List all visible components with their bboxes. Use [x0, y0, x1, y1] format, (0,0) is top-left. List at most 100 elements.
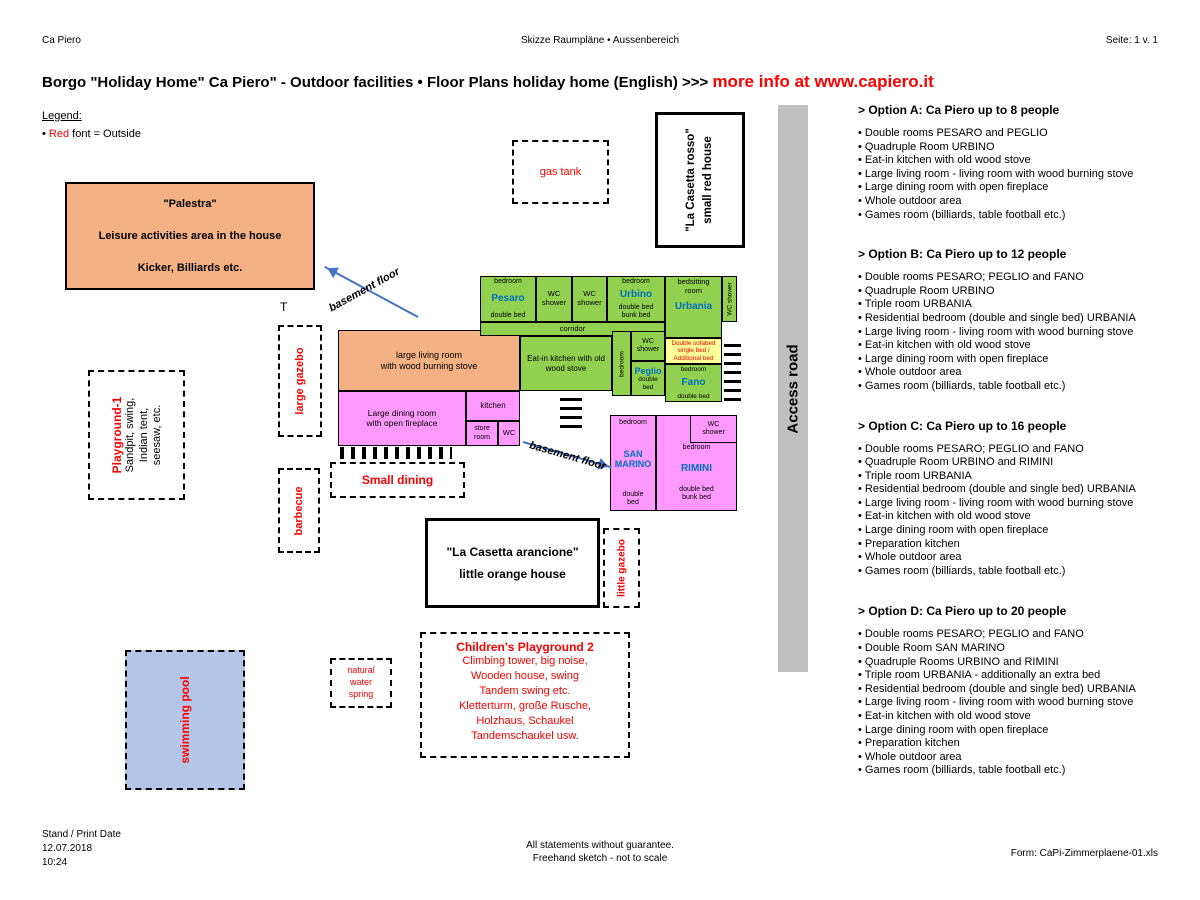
barbecue-label: barbecue: [293, 486, 305, 535]
room-bed-label: double bed: [622, 490, 644, 506]
room-type-label: bedsitting room: [677, 277, 710, 295]
option-item: • Eat-in kitchen with old wood stove: [858, 710, 1031, 722]
wc-shower-label: WC shower: [636, 337, 660, 353]
room-name-label: Peglio: [634, 365, 662, 376]
room-type-label: bedroom: [494, 278, 522, 285]
option-item: • Large dining room with open fireplace: [858, 524, 1049, 537]
option-item: • Triple room URBANIA: [858, 469, 972, 482]
option-d: > Option D: Ca Piero up to 20 people • D…: [858, 604, 1170, 778]
casetta-rossa-line1: "La Casetta rosso": [684, 128, 697, 232]
room-name-label: RIMINI: [680, 463, 713, 475]
small-dining-label: Small dining: [361, 473, 434, 487]
option-c: > Option C: Ca Piero up to 16 people • D…: [858, 419, 1170, 579]
room-rimini-wc: WC shower: [690, 415, 737, 443]
room-bed-label: double bed: [638, 376, 658, 391]
room-peglio: Peglio double bed: [631, 361, 665, 396]
option-c-title: > Option C: Ca Piero up to 16 people: [858, 418, 1067, 433]
room-living: large living room with wood burning stov…: [338, 330, 520, 391]
room-urbania: bedsitting room Urbania: [665, 276, 722, 338]
casetta-rossa-label: "La Casetta rosso" small red house: [683, 115, 718, 245]
room-wc-shower-2: WC shower: [572, 276, 607, 322]
option-item: • Whole outdoor area: [858, 194, 962, 207]
room-san-marino: bedroom SAN MARINO double bed: [610, 415, 656, 511]
wc-shower-label: WC shower: [577, 289, 602, 307]
water-spring-box: natural water spring: [330, 658, 392, 708]
option-item: • Large dining room with open fireplace: [858, 352, 1049, 365]
playground2-title: Children's Playground 2: [456, 640, 594, 654]
option-item: • Quadruple Room URBINO and RIMINI: [858, 456, 1054, 469]
room-bed-label: double bed bunk bed: [679, 485, 714, 501]
footer-date: 12.07.2018: [42, 843, 93, 854]
room-name-label: Urbania: [674, 301, 713, 313]
option-item: • Quadruple Room URBINO: [858, 140, 995, 153]
option-item: • Quadruple Rooms URBINO and RIMINI: [858, 655, 1059, 668]
option-b-title: > Option B: Ca Piero up to 12 people: [858, 247, 1067, 262]
room-urbino: bedroom Urbino double bed bunk bed: [607, 276, 665, 322]
legend-line: • Red font = Outside: [42, 128, 141, 140]
room-store: store room: [466, 421, 498, 446]
large-gazebo-label: large gazebo: [294, 347, 306, 415]
option-item: • Preparation kitchen: [858, 537, 960, 550]
room-type-label: bedroom: [619, 419, 647, 426]
legend-bullet: •: [42, 128, 49, 140]
doc-header-left: Ca Piero: [42, 35, 81, 46]
option-item: • Eat-in kitchen with old wood stove: [858, 339, 1031, 352]
swimming-pool-label: swimming pool: [178, 676, 192, 764]
room-wc-shower-1: WC shower: [536, 276, 572, 322]
option-b-items: • Double rooms PESARO; PEGLIO and FANO• …: [858, 271, 1170, 393]
option-item: • Quadruple Room URBINO: [858, 284, 995, 297]
room-wc: WC: [498, 421, 520, 446]
corridor-label: corridor: [559, 323, 586, 333]
stairs-east-icon: [724, 341, 741, 401]
legend-heading: Legend:: [42, 110, 82, 122]
option-item: • Triple room URBANIA - additionally an …: [858, 669, 1101, 682]
barbecue-box: barbecue: [278, 468, 320, 553]
room-name-label: SAN MARINO: [614, 448, 652, 469]
playground2-desc: Climbing tower, big noise, Wooden house,…: [458, 655, 592, 742]
room-sofabed: Double sofabed single bed / Additional b…: [665, 338, 722, 364]
room-wc-shower-right: WC shower: [722, 276, 737, 322]
room-kitchen: kitchen: [466, 391, 520, 421]
sofabed-label: Double sofabed single bed / Additional b…: [671, 340, 716, 362]
room-eatin-kitchen: Eat-in kitchen with old wood stove: [520, 336, 612, 391]
room-bed-label: double bed: [490, 311, 526, 319]
room-bed-label: double bed: [677, 392, 710, 400]
eatin-kitchen-label: Eat-in kitchen with old wood stove: [527, 354, 605, 373]
option-b: > Option B: Ca Piero up to 12 people • D…: [858, 247, 1170, 393]
option-a: > Option A: Ca Piero up to 8 people • Do…: [858, 103, 1170, 222]
option-a-title: > Option A: Ca Piero up to 8 people: [858, 103, 1060, 117]
option-item: • Games room (billiards, table football …: [858, 764, 1066, 777]
legend-rest: font = Outside: [69, 128, 141, 140]
casetta-rossa-box: "La Casetta rosso" small red house: [655, 112, 745, 248]
option-item: • Double rooms PESARO; PEGLIO and FANO: [858, 271, 1084, 284]
option-item: • Large living room - living room with w…: [858, 325, 1134, 338]
option-item: • Eat-in kitchen with old wood stove: [858, 510, 1031, 523]
footer-form-name: Form: CaPi-Zimmerplaene-01.xls: [1010, 848, 1158, 859]
option-d-items: • Double rooms PESARO; PEGLIO and FANO• …: [858, 628, 1170, 778]
store-label: store room: [474, 425, 490, 441]
access-road: Access road: [778, 105, 808, 672]
option-d-title: > Option D: Ca Piero up to 20 people: [858, 604, 1067, 619]
wc-shower-label: WC shower: [725, 282, 733, 316]
option-item: • Preparation kitchen: [858, 737, 960, 750]
room-name-label: Fano: [681, 377, 706, 389]
palestra-box: "Palestra" Leisure activities area in th…: [65, 182, 315, 290]
footer-left: Stand / Print Date 12.07.2018 10:24: [42, 828, 121, 870]
room-dining: Large dining room with open fireplace: [338, 391, 466, 446]
gas-tank-label: gas tank: [539, 166, 582, 178]
legend-red-word: Red: [48, 128, 70, 140]
casetta-arancione-line2: little orange house: [459, 567, 566, 581]
playground1-box: Playground-1 Sandpit, swing, Indian tent…: [88, 370, 185, 500]
little-gazebo-label: little gazebo: [616, 539, 627, 597]
access-road-label: Access road: [784, 343, 802, 434]
option-item: • Large dining room with open fireplace: [858, 723, 1049, 736]
room-pesaro: bedroom Pesaro double bed: [480, 276, 536, 322]
option-item: • Residential bedroom (double and single…: [858, 311, 1136, 324]
small-dining-box: Small dining: [330, 462, 465, 498]
stairs-mid-icon: [560, 398, 582, 428]
room-type-label: bedroom: [622, 278, 650, 285]
room-wc-shower-mid: WC shower: [631, 331, 665, 361]
wc-label: WC: [502, 428, 516, 438]
option-item: • Games room (billiards, table football …: [858, 564, 1066, 577]
playground2-box: Children's Playground 2 Climbing tower, …: [420, 632, 630, 758]
